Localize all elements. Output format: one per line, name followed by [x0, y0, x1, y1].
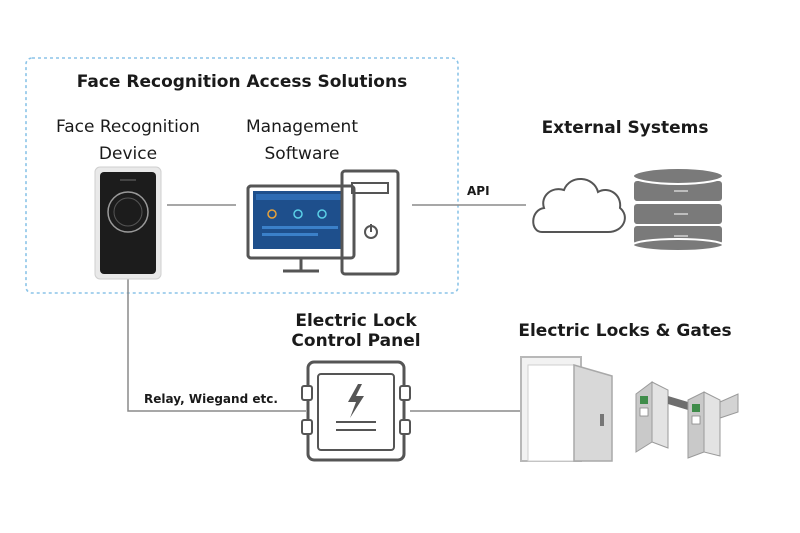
locks-gates-title: Electric Locks & Gates [518, 321, 732, 341]
database-icon [632, 167, 724, 252]
connectors [127, 204, 526, 412]
lightning-icon [348, 384, 364, 418]
control-panel-title-line2: Control Panel [291, 331, 421, 351]
face-recognition-device-icon [94, 166, 162, 280]
relay-label: Relay, Wiegand etc. [144, 392, 278, 406]
door-icon [520, 356, 613, 462]
relay-line [127, 278, 306, 412]
device-label-line1: Face Recognition [56, 117, 200, 137]
solution-boundary [25, 57, 459, 294]
pc-tower-icon [340, 169, 400, 276]
software-label-line2: Software [264, 144, 340, 164]
external-systems-title: External Systems [541, 118, 709, 138]
control-panel-title-line1: Electric Lock [295, 311, 417, 331]
turnstile-gate-icon [635, 381, 739, 459]
software-label-line1: Management [246, 117, 358, 137]
solution-title: Face Recognition Access Solutions [76, 72, 408, 92]
api-label: API [467, 184, 490, 198]
control-panel-icon [301, 360, 411, 462]
device-label-line2: Device [98, 144, 158, 164]
cloud-icon [532, 178, 626, 233]
